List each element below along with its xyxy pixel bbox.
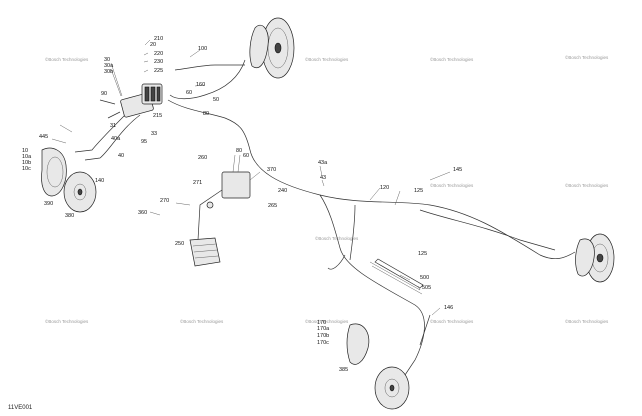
- watermarks: ©Bosch Technologies ©Bosch Technologies …: [45, 54, 609, 324]
- callout-label: 33: [151, 131, 157, 137]
- callout-label: 43: [320, 175, 326, 181]
- callout-label: 260: [198, 155, 207, 161]
- watermark: ©Bosch Technologies: [45, 56, 89, 62]
- callout-labels: 210 20 220 230 225 30 30a 30b 100 160 90…: [22, 36, 462, 373]
- watermark: ©Bosch Technologies: [305, 56, 349, 62]
- brake-pedal-assembly: [189, 171, 251, 267]
- callout-label: 10a: [22, 154, 32, 160]
- callout-label: 100: [198, 46, 207, 52]
- callout-label: 10b: [22, 160, 31, 166]
- leader-lines: [51, 39, 451, 316]
- callout-label: 500: [420, 275, 429, 281]
- watermark: ©Bosch Technologies: [430, 182, 474, 188]
- callout-label: 145: [453, 167, 462, 173]
- watermark: ©Bosch Technologies: [305, 318, 349, 324]
- callout-label: 95: [141, 139, 147, 145]
- watermark: ©Bosch Technologies: [565, 182, 609, 188]
- callout-label: 210: [154, 36, 163, 42]
- callout-label: 140: [95, 178, 104, 184]
- callout-label: 230: [154, 59, 163, 65]
- callout-label: 43a: [318, 160, 328, 166]
- brake-lines: [74, 59, 576, 376]
- callout-label: 120: [380, 185, 389, 191]
- callout-label: 265: [268, 203, 277, 209]
- abs-module: [99, 83, 163, 119]
- callout-label: 50: [213, 97, 219, 103]
- callout-label: 60: [243, 153, 249, 159]
- front-right-brake: [249, 17, 295, 79]
- callout-label: 31: [110, 123, 116, 129]
- callout-label: 30: [104, 57, 110, 63]
- callout-label: 160: [196, 82, 205, 88]
- rear-right-brake: [575, 233, 615, 283]
- callout-label: 40a: [111, 136, 121, 142]
- callout-label: 215: [153, 113, 162, 119]
- callout-label: 125: [418, 251, 427, 257]
- callout-label: 80: [236, 148, 242, 154]
- callout-label: 385: [339, 367, 348, 373]
- callout-label: 390: [44, 201, 53, 207]
- front-left-brake: [41, 147, 97, 213]
- callout-label: 170: [317, 320, 326, 326]
- callout-label: 125: [414, 188, 423, 194]
- watermark: ©Bosch Technologies: [45, 318, 89, 324]
- callout-label: 380: [65, 213, 74, 219]
- watermark: ©Bosch Technologies: [565, 54, 609, 60]
- callout-label: 370: [267, 167, 276, 173]
- callout-label: 30a: [104, 63, 114, 69]
- callout-label: 10: [22, 148, 28, 154]
- callout-label: 90: [101, 91, 107, 97]
- callout-label: 20: [150, 42, 156, 48]
- callout-label: 240: [278, 188, 287, 194]
- callout-label: 60: [186, 90, 192, 96]
- callout-label: 271: [193, 180, 202, 186]
- watermark: ©Bosch Technologies: [430, 56, 474, 62]
- callout-label: 170c: [317, 340, 329, 346]
- callout-label: 445: [39, 134, 48, 140]
- callout-label: 250: [175, 241, 184, 247]
- callout-label: 360: [138, 210, 147, 216]
- callout-label: 170a: [317, 326, 330, 332]
- callout-label: 146: [444, 305, 453, 311]
- rear-left-brake: [346, 323, 410, 410]
- callout-label: 80: [203, 111, 209, 117]
- watermark: ©Bosch Technologies: [565, 318, 609, 324]
- callout-label: 220: [154, 51, 163, 57]
- callout-label: 40: [118, 153, 124, 159]
- brake-line-bracket: [374, 258, 424, 289]
- watermark: ©Bosch Technologies: [430, 318, 474, 324]
- callout-label: 225: [154, 68, 163, 74]
- callout-label: 30b: [104, 69, 113, 75]
- callout-label: 270: [160, 198, 169, 204]
- callout-label: 505: [422, 285, 431, 291]
- watermark: ©Bosch Technologies: [180, 318, 224, 324]
- callout-label: 170b: [317, 333, 329, 339]
- callout-label: 10c: [22, 166, 31, 172]
- figure-id: 11VE001: [8, 405, 33, 411]
